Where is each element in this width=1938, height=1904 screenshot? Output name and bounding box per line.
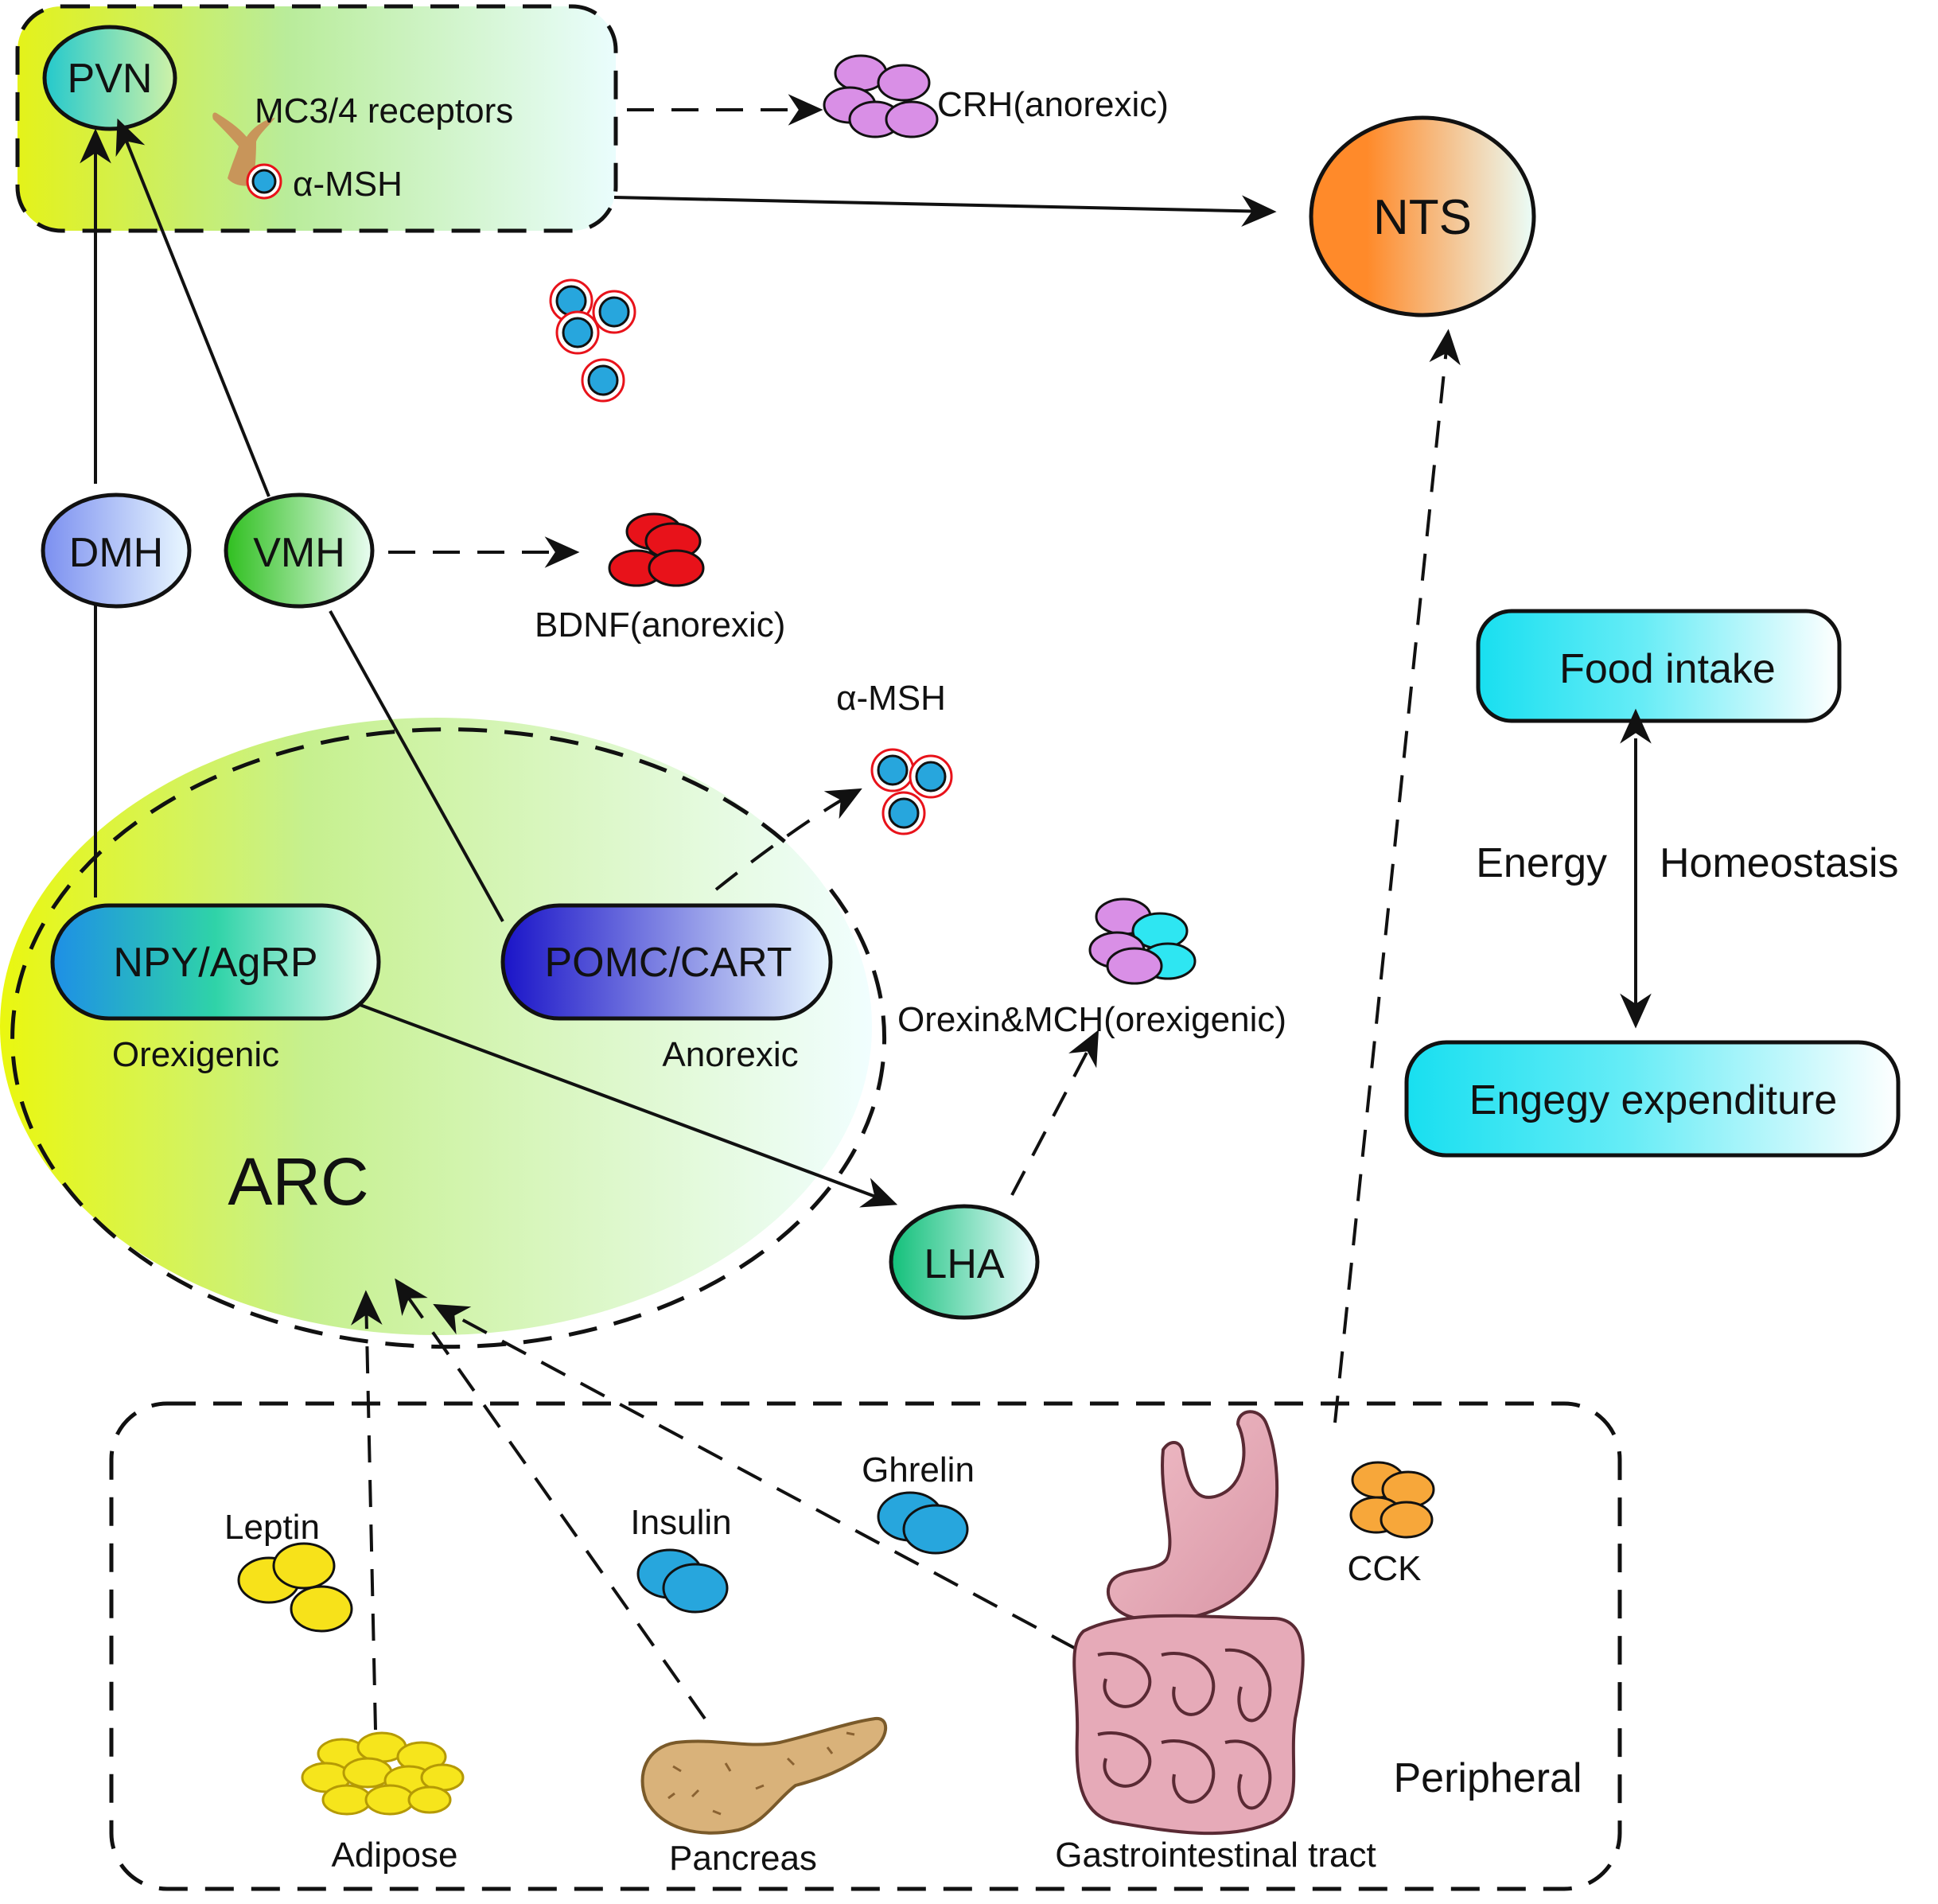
bdnf-label: BDNF(anorexic) [535, 605, 785, 644]
lha-label: LHA [924, 1241, 1004, 1287]
homeostasis-label: Homeostasis [1660, 840, 1899, 886]
adipose-arc-arrow [351, 1290, 383, 1731]
pathways-solid [80, 118, 1277, 1208]
pvn-region: PVN MC3/4 receptors α-MSH [15, 4, 618, 233]
alpha-msh-label-pvn: α-MSH [293, 165, 403, 204]
pomc-cart-node [500, 903, 833, 1021]
intestine-icon [1072, 1614, 1305, 1836]
leptin-hormone: Leptin [224, 1508, 353, 1633]
expenditure-label: Engegy expenditure [1469, 1077, 1838, 1123]
arc-region: ARC [0, 718, 887, 1349]
expenditure-box [1404, 1040, 1901, 1158]
peripheral-region: Peripheral Leptin Insulin Ghrelin CCK [109, 1401, 1622, 1891]
gi-tract-organ: Gastrointestinal tract [1055, 1410, 1376, 1875]
adipose-icon [301, 1731, 465, 1816]
ghrelin-hormone: Ghrelin [862, 1450, 975, 1555]
npy-agrp-label: NPY/AgRP [113, 940, 317, 986]
arc-label: ARC [228, 1144, 368, 1219]
pvn-label: PVN [68, 56, 153, 102]
crh-label: CRH(anorexic) [937, 85, 1169, 124]
pomc-cart-group: POMC/CART Anorexic [500, 903, 833, 1074]
orexigenic-caption: Orexigenic [112, 1035, 279, 1074]
vmh-node [224, 493, 375, 609]
pancreas-arc-arrow [395, 1278, 706, 1720]
vmh-pvn-arrow [115, 118, 270, 497]
npy-agrp-node [50, 903, 381, 1021]
alpha-msh-cells-top [549, 278, 636, 403]
orexin-mch-hormone: Orexin&MCH(orexigenic) [897, 897, 1286, 1039]
adipose-organ: Adipose [301, 1731, 465, 1875]
insulin-label: Insulin [630, 1503, 731, 1542]
stomach-icon [1107, 1410, 1279, 1622]
vmh-label: VMH [253, 530, 345, 576]
anorexic-caption: Anorexic [662, 1035, 798, 1074]
alpha-msh-cluster: α-MSH [836, 679, 953, 835]
alpha-msh-label: α-MSH [836, 679, 946, 718]
nts-group: NTS [1309, 115, 1536, 317]
npy-lha-arrow [357, 1003, 898, 1208]
npy-agrp-group: NPY/AgRP Orexigenic [50, 903, 381, 1074]
gi-nts-arrow [1333, 329, 1461, 1423]
nts-label: NTS [1373, 190, 1472, 245]
lha-node [889, 1204, 1040, 1320]
insulin-hormone: Insulin [630, 1503, 732, 1614]
lha-orexin-arrow [1010, 1030, 1099, 1196]
gi-tract-label: Gastrointestinal tract [1055, 1836, 1376, 1875]
peripheral-region-box [109, 1401, 1622, 1891]
energy-panel: Food intake Engegy expenditure Energy Ho… [1404, 609, 1901, 1158]
pvn-nts-arrow [613, 195, 1277, 227]
pathways-dashed [351, 94, 1461, 1731]
nts-node [1309, 115, 1536, 317]
pomc-vmh-line [329, 610, 504, 922]
gi-arc-arrow [433, 1303, 1076, 1650]
mc34-receptor-icon [212, 112, 275, 186]
arc-region-border [10, 727, 887, 1349]
dmh-label: DMH [69, 530, 163, 576]
cck-hormone: CCK [1348, 1461, 1435, 1588]
pancreas-icon [640, 1716, 888, 1835]
adipose-label: Adipose [331, 1836, 457, 1875]
pomc-cart-label: POMC/CART [544, 940, 792, 986]
food-intake-label: Food intake [1559, 646, 1776, 692]
vmh-group: VMH [224, 493, 375, 609]
dmh-node [41, 493, 192, 609]
dmh-group: DMH [41, 493, 192, 609]
crh-hormone: CRH(anorexic) [823, 54, 1169, 138]
lha-group: LHA [889, 1204, 1040, 1320]
pancreas-organ: Pancreas [640, 1716, 888, 1878]
orexin-mch-label: Orexin&MCH(orexigenic) [897, 1000, 1286, 1039]
leptin-label: Leptin [224, 1508, 320, 1547]
pomc-msh-arrow [714, 788, 862, 891]
cck-label: CCK [1348, 1549, 1422, 1588]
peripheral-label: Peripheral [1393, 1755, 1582, 1801]
mc34-receptors-label: MC3/4 receptors [255, 92, 513, 130]
energy-label: Energy [1476, 840, 1607, 886]
food-intake-box [1476, 609, 1842, 723]
pancreas-label: Pancreas [669, 1839, 817, 1878]
ghrelin-label: Ghrelin [862, 1450, 975, 1489]
bdnf-hormone: BDNF(anorexic) [535, 512, 785, 644]
